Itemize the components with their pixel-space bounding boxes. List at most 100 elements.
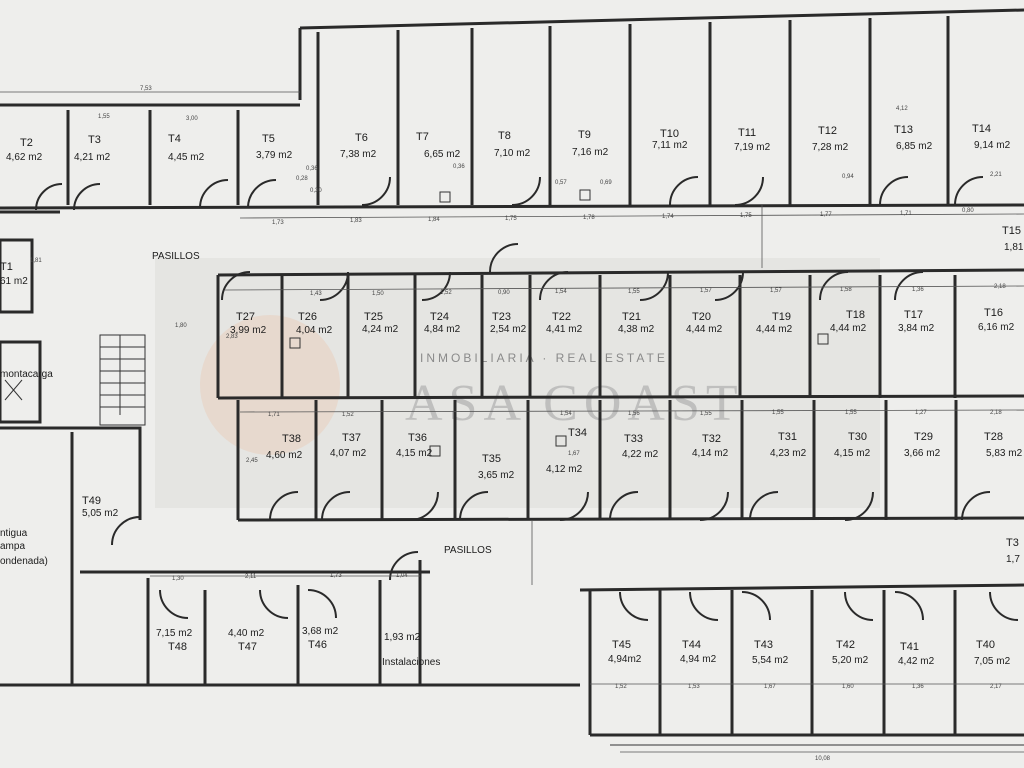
room-area: 4,60 m2 xyxy=(266,450,303,461)
dim-label: 1,53 xyxy=(688,684,700,690)
room-area: 4,84 m2 xyxy=(424,324,461,335)
dim-label: 1,74 xyxy=(662,214,674,220)
room-id: T44 xyxy=(682,639,701,651)
room-id: T31 xyxy=(778,431,797,443)
dim-label: 1,81 xyxy=(30,258,42,264)
dim-label: 1,56 xyxy=(628,411,640,417)
antigua-label: ondenada) xyxy=(0,556,48,567)
room-id: T25 xyxy=(364,311,383,323)
dim-label: 1,36 xyxy=(912,684,924,690)
dim-label: 0,80 xyxy=(962,208,974,214)
room-area: 3,68 m2 xyxy=(302,626,339,637)
room-id: T3 xyxy=(88,134,101,146)
room-id: T35 xyxy=(482,453,501,465)
dim-label: 10,08 xyxy=(815,756,831,762)
room-area: 4,07 m2 xyxy=(330,448,367,459)
dim-label: 1,04 xyxy=(396,573,408,579)
room-id: T4 xyxy=(168,133,181,145)
pasillos-bottom-label: PASILLOS xyxy=(444,545,492,556)
room-id: T29 xyxy=(914,431,933,443)
antigua-label: ntigua xyxy=(0,528,28,539)
room-area: 4,42 m2 xyxy=(898,656,935,667)
antigua-label: ampa xyxy=(0,541,25,552)
room-area: 6,65 m2 xyxy=(424,149,461,160)
room-area: 4,94 m2 xyxy=(680,654,717,665)
dim-label: 1,58 xyxy=(840,287,852,293)
room-area: 1,81 xyxy=(1004,242,1024,253)
dim-label: 1,67 xyxy=(568,451,580,457)
room-area: 4,40 m2 xyxy=(228,628,265,639)
room-area: 1,7 xyxy=(1006,554,1020,565)
room-id: T27 xyxy=(236,311,255,323)
room-area: 1,93 m2 xyxy=(384,632,421,643)
dim-label: 1,75 xyxy=(505,216,517,222)
dim-label: 0,30 xyxy=(310,188,322,194)
dim-label: 1,50 xyxy=(372,291,384,297)
room-area: 7,11 m2 xyxy=(652,140,688,151)
dim-label: 1,77 xyxy=(820,212,832,218)
dim-label: 2,18 xyxy=(994,284,1006,290)
room-id: T19 xyxy=(772,311,791,323)
room-area: 5,54 m2 xyxy=(752,655,789,666)
room-area: 4,62 m2 xyxy=(6,152,43,163)
dim-label: 1,52 xyxy=(440,290,452,296)
room-id: T17 xyxy=(904,309,923,321)
dim-labels: 1,73 1,83 1,84 1,75 1,78 1,74 1,75 1,77 … xyxy=(30,86,1006,762)
room-area: 2,54 m2 xyxy=(490,324,527,335)
dim-label: 0,90 xyxy=(498,290,510,296)
watermark-name: INMOBILIARIA · REAL ESTATE xyxy=(420,351,668,365)
room-area: 3,66 m2 xyxy=(904,448,941,459)
rooms-bottom-left: 7,15 m2 T48 4,40 m2 T47 3,68 m2 T46 1,93… xyxy=(156,626,440,668)
room-id: T38 xyxy=(282,433,301,445)
room-id: T8 xyxy=(498,130,511,142)
walls xyxy=(0,8,1024,746)
dim-label: 1,55 xyxy=(845,410,857,416)
dim-label: 7,53 xyxy=(140,86,152,92)
room-id: T11 xyxy=(738,127,756,139)
room-area: 5,20 m2 xyxy=(832,655,869,666)
room-area: 4,44 m2 xyxy=(756,324,793,335)
room-area: 6,85 m2 xyxy=(896,141,933,152)
room-area: 4,15 m2 xyxy=(834,448,871,459)
dim-label: 1,52 xyxy=(342,412,354,418)
dim-label: 0,36 xyxy=(453,164,465,170)
dim-label: 0,94 xyxy=(842,174,854,180)
dim-label: 1,60 xyxy=(842,684,854,690)
room-area: 4,22 m2 xyxy=(622,449,659,460)
room-id: T6 xyxy=(355,132,368,144)
room-area: 4,41 m2 xyxy=(546,324,583,335)
room-id: T22 xyxy=(552,311,571,323)
dim-label: 1,78 xyxy=(583,215,595,221)
room-id: T37 xyxy=(342,432,361,444)
dim-label: 0,69 xyxy=(600,180,612,186)
dimension-lines xyxy=(0,91,1024,753)
room-id: T41 xyxy=(900,641,919,653)
dim-label: 2,21 xyxy=(990,172,1002,178)
room-id: T20 xyxy=(692,311,711,323)
room-id: T45 xyxy=(612,639,631,651)
dim-label: 2,11 xyxy=(245,574,257,580)
dim-label: 1,54 xyxy=(555,289,567,295)
room-area: 7,05 m2 xyxy=(974,656,1011,667)
room-id: T33 xyxy=(624,433,643,445)
dim-label: 1,36 xyxy=(912,287,924,293)
room-id: T7 xyxy=(416,131,429,143)
dim-label: 1,52 xyxy=(615,684,627,690)
room-area: 4,21 m2 xyxy=(74,152,111,163)
dim-label: 1,67 xyxy=(764,684,776,690)
rooms-bottom-right: T45 4,94m2 T44 4,94 m2 T43 5,54 m2 T42 5… xyxy=(608,639,1011,667)
room-id: T16 xyxy=(984,307,1003,319)
room-id: T3 xyxy=(1006,537,1019,549)
room-area: 4,44 m2 xyxy=(686,324,723,335)
room-area: 4,94m2 xyxy=(608,654,642,665)
room-id: T47 xyxy=(238,641,257,653)
room-id: T13 xyxy=(894,124,913,136)
dim-label: 1,57 xyxy=(770,288,782,294)
watermark-band xyxy=(155,258,880,508)
room-id: T2 xyxy=(20,137,33,149)
room-id: T21 xyxy=(622,311,641,323)
dim-label: 1,54 xyxy=(560,411,572,417)
room-area: 3,79 m2 xyxy=(256,150,293,161)
dim-label: 1,30 xyxy=(172,576,184,582)
dim-label: 1,84 xyxy=(428,217,440,223)
